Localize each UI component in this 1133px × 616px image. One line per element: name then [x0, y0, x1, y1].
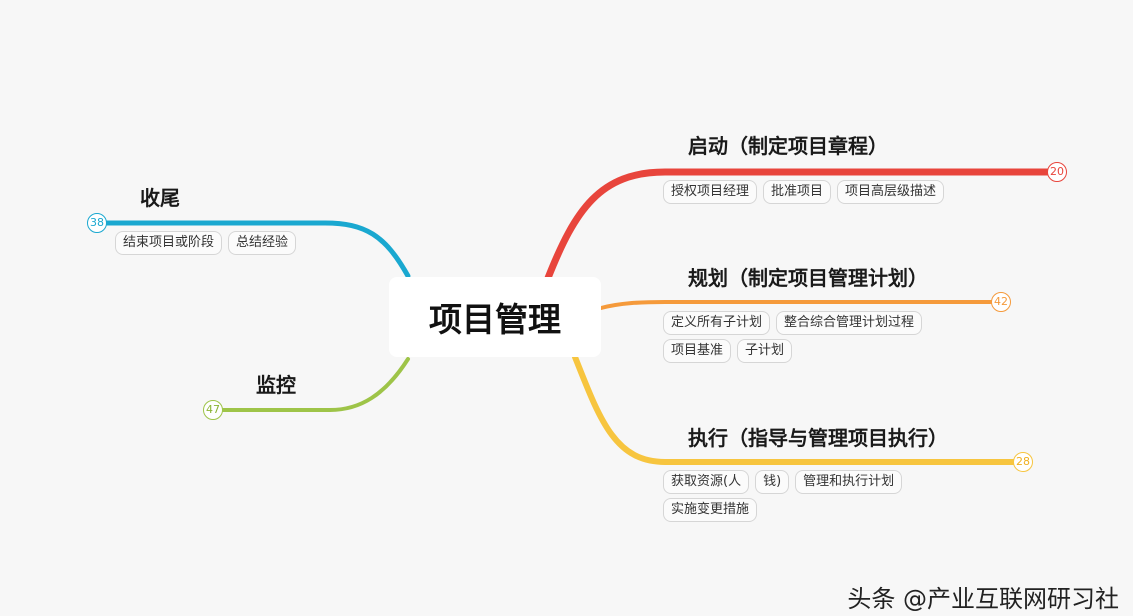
- connector-monitor: [220, 357, 410, 412]
- subtopic-tag[interactable]: 子计划: [737, 339, 793, 363]
- topic-monitor-count-badge[interactable]: 47: [203, 400, 223, 420]
- subtopic-tag[interactable]: 实施变更措施: [663, 498, 758, 522]
- root-topic-label: 项目管理: [429, 300, 561, 339]
- connector-execute: [572, 354, 1017, 465]
- topic-start-count-badge[interactable]: 20: [1047, 162, 1067, 182]
- subtopic-tag[interactable]: 获取资源(人: [663, 470, 750, 494]
- subtopic-tag[interactable]: 项目基准: [663, 339, 732, 363]
- subtopic-tag[interactable]: 授权项目经理: [663, 180, 758, 204]
- topic-start-title[interactable]: 启动（制定项目章程）: [688, 134, 888, 158]
- subtopic-tag[interactable]: 钱): [755, 470, 790, 494]
- topic-close-count-badge[interactable]: 38: [87, 213, 107, 233]
- topic-execute-count-badge[interactable]: 28: [1013, 452, 1033, 472]
- subtopic-tag[interactable]: 结束项目或阶段: [115, 231, 223, 255]
- topic-execute-subtopics: 获取资源(人 钱) 管理和执行计划 实施变更措施: [663, 470, 953, 522]
- subtopic-tag[interactable]: 总结经验: [228, 231, 297, 255]
- root-topic[interactable]: 项目管理: [389, 277, 601, 357]
- subtopic-tag[interactable]: 项目高层级描述: [837, 180, 945, 204]
- topic-execute-title[interactable]: 执行（指导与管理项目执行）: [688, 426, 948, 450]
- subtopic-tag[interactable]: 定义所有子计划: [663, 311, 771, 335]
- topic-close-title[interactable]: 收尾: [140, 186, 180, 210]
- topic-plan-title[interactable]: 规划（制定项目管理计划）: [688, 266, 928, 290]
- topic-plan-count-badge[interactable]: 42: [991, 292, 1011, 312]
- topic-start-subtopics: 授权项目经理 批准项目 项目高层级描述: [663, 180, 945, 204]
- connector-plan: [599, 300, 994, 310]
- connector-close: [103, 220, 411, 279]
- subtopic-tag[interactable]: 管理和执行计划: [795, 470, 903, 494]
- subtopic-tag[interactable]: 整合综合管理计划过程: [776, 311, 923, 335]
- watermark-text: 头条 @产业互联网研习社: [847, 585, 1119, 613]
- subtopic-tag[interactable]: 批准项目: [763, 180, 832, 204]
- connector-start: [544, 168, 1052, 282]
- topic-monitor-title[interactable]: 监控: [256, 373, 296, 397]
- topic-close-subtopics: 结束项目或阶段 总结经验: [115, 231, 297, 255]
- topic-plan-subtopics: 定义所有子计划 整合综合管理计划过程 项目基准 子计划: [663, 311, 963, 363]
